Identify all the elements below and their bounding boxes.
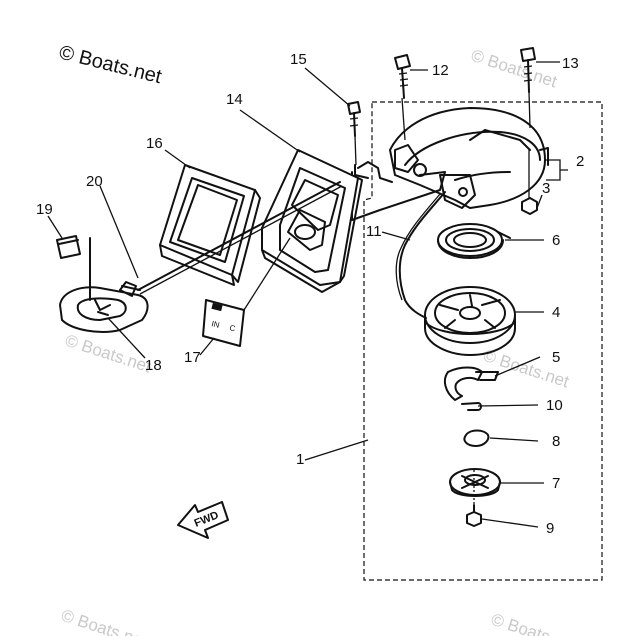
part-label-18: 18 [145,357,162,374]
pawl-5 [443,366,499,401]
handle-grip-18 [59,237,149,333]
part-label-15: 15 [290,51,307,68]
plate-text-right: C [229,323,237,333]
part-label-8: 8 [552,433,560,450]
part-label-6: 6 [552,232,560,249]
rope-pulley-4 [424,286,516,356]
part-label-9: 9 [546,520,554,537]
part-label-17: 17 [184,349,201,366]
watermark-main: © Boats.net [57,42,164,89]
part-label-12: 12 [432,62,449,79]
part-label-1: 1 [296,451,304,468]
part-label-14: 14 [226,91,243,108]
spiral-spring-6 [437,223,511,259]
rope-cable [137,181,341,291]
part-label-4: 4 [552,304,560,321]
part-label-13: 13 [562,55,579,72]
part-label-5: 5 [552,349,560,366]
part-label-16: 16 [146,135,163,152]
part-label-7: 7 [552,475,560,492]
watermark-faint: © Boats.net [469,46,560,92]
assembly-boundary [363,101,603,581]
watermark-faint: © Boats.net [489,610,580,636]
bolt-13 [520,47,536,129]
forward-arrow: FWD [177,501,229,539]
washer-8 [463,429,539,447]
nut-3 [521,150,538,215]
bolt-15 [347,101,361,166]
part-label-10: 10 [546,397,563,414]
part-label-2: 2 [576,153,584,170]
part-label-20: 20 [86,173,103,190]
label-plate-17: IN C [202,237,291,347]
part-label-11: 11 [366,223,382,240]
starter-housing [389,107,549,209]
rope-inner-line [395,193,441,301]
watermark-faint: © Boats.net [59,606,150,636]
bolt-12 [394,54,411,141]
grip-16 [159,164,261,286]
part-label-19: 19 [36,201,53,218]
part-labels: 1 2 3 4 5 6 7 8 9 10 11 12 13 14 15 16 1… [36,51,584,537]
knob-19 [56,235,81,259]
plate-text-left: IN [211,319,221,330]
leader-lines [47,61,568,528]
bolt-9 [466,470,482,527]
spring-clip-10 [461,402,539,411]
starter-rope-11 [398,191,446,319]
watermark-faint: © Boats.net [63,331,154,377]
drive-plate-7 [449,468,501,497]
rope-cable-inner [139,185,343,295]
part-label-3: 3 [542,180,550,197]
